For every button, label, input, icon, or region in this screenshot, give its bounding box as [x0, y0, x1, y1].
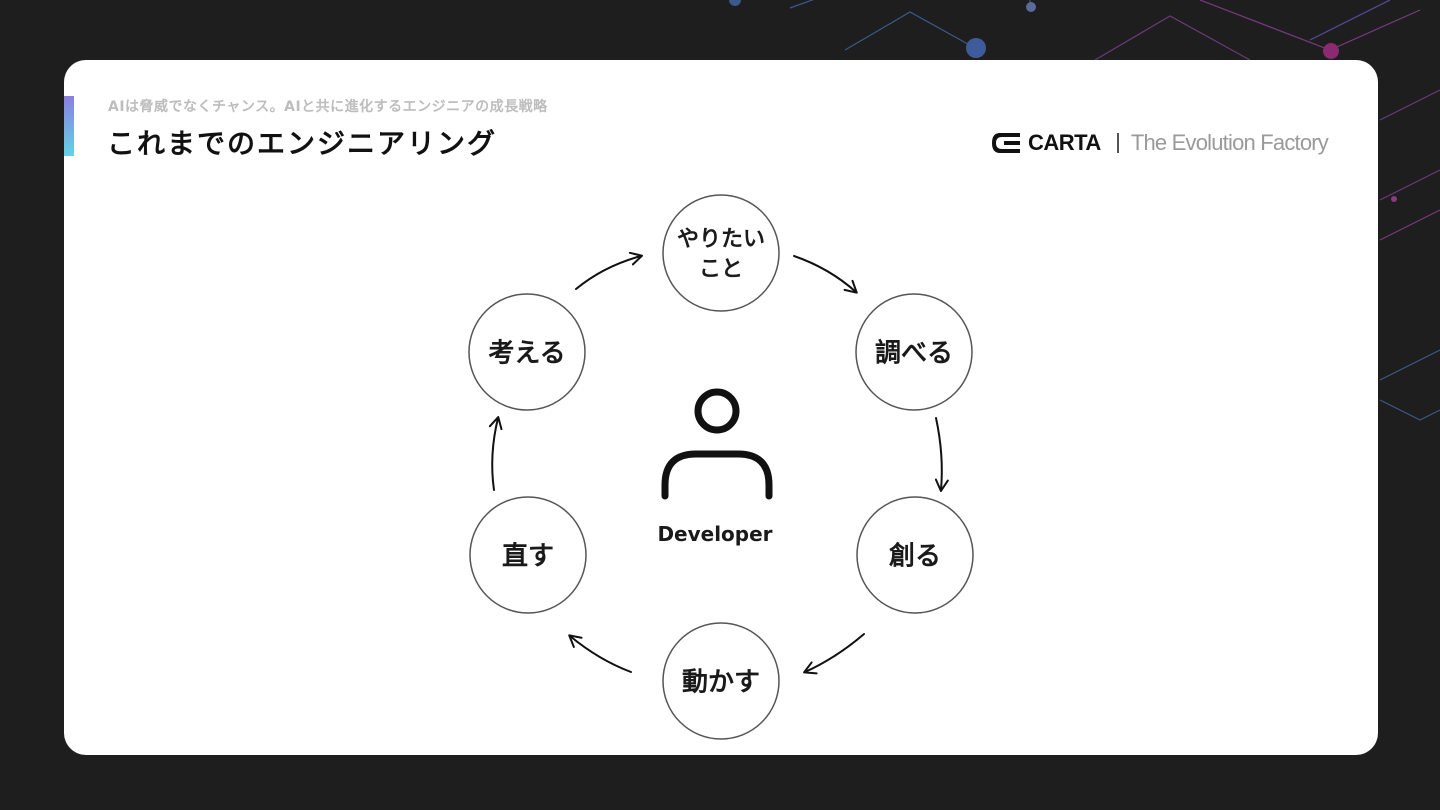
node-circle: [662, 194, 780, 312]
node-label: こと: [699, 257, 743, 282]
node-circle: [469, 496, 587, 614]
node-label: 考える: [488, 338, 565, 368]
cycle-arrows: [488, 251, 949, 675]
node-label: 創る: [889, 541, 941, 571]
slide-subtitle: AIは脅威でなくチャンス。AIと共に進化するエンジニアの成長戦略: [108, 99, 548, 115]
node-label: 直す: [502, 541, 554, 571]
title-accent-bar: [64, 96, 74, 156]
cycle-arrow: [488, 416, 503, 491]
brand-logo-group: CARTA The Evolution Factory: [990, 128, 1329, 158]
cycle-arrow: [793, 255, 858, 294]
node-circle: [856, 496, 974, 614]
brand-tagline: The Evolution Factory: [1130, 130, 1329, 155]
person-icon: [661, 388, 773, 500]
node-label: やりたい: [677, 227, 765, 252]
cycle-arrow: [575, 251, 643, 290]
carta-logo-icon: [991, 133, 1020, 153]
node-circle: [855, 293, 973, 411]
cycle-arrow: [568, 634, 632, 673]
brand-separator: [1116, 133, 1119, 153]
node-naosu: 直す: [469, 496, 587, 614]
node-label: 動かす: [682, 667, 760, 697]
node-shiraberu: 調べる: [855, 293, 973, 411]
cycle-arrow: [934, 417, 949, 492]
developer-label: Developer: [657, 522, 773, 546]
node-circle: [468, 293, 586, 411]
node-tsukuru: 創る: [856, 496, 974, 614]
brand-name: CARTA: [1027, 130, 1101, 155]
slide-card: AIは脅威でなくチャンス。AIと共に進化するエンジニアの成長戦略 これまでのエン…: [64, 60, 1378, 755]
node-circle: [662, 622, 780, 740]
node-kangaeru: 考える: [468, 293, 586, 411]
cycle-arrow: [803, 633, 865, 675]
slide-title: これまでのエンジニアリング: [107, 127, 498, 160]
node-label: 調べる: [875, 337, 953, 368]
node-ugokasu: 動かす: [662, 622, 780, 740]
